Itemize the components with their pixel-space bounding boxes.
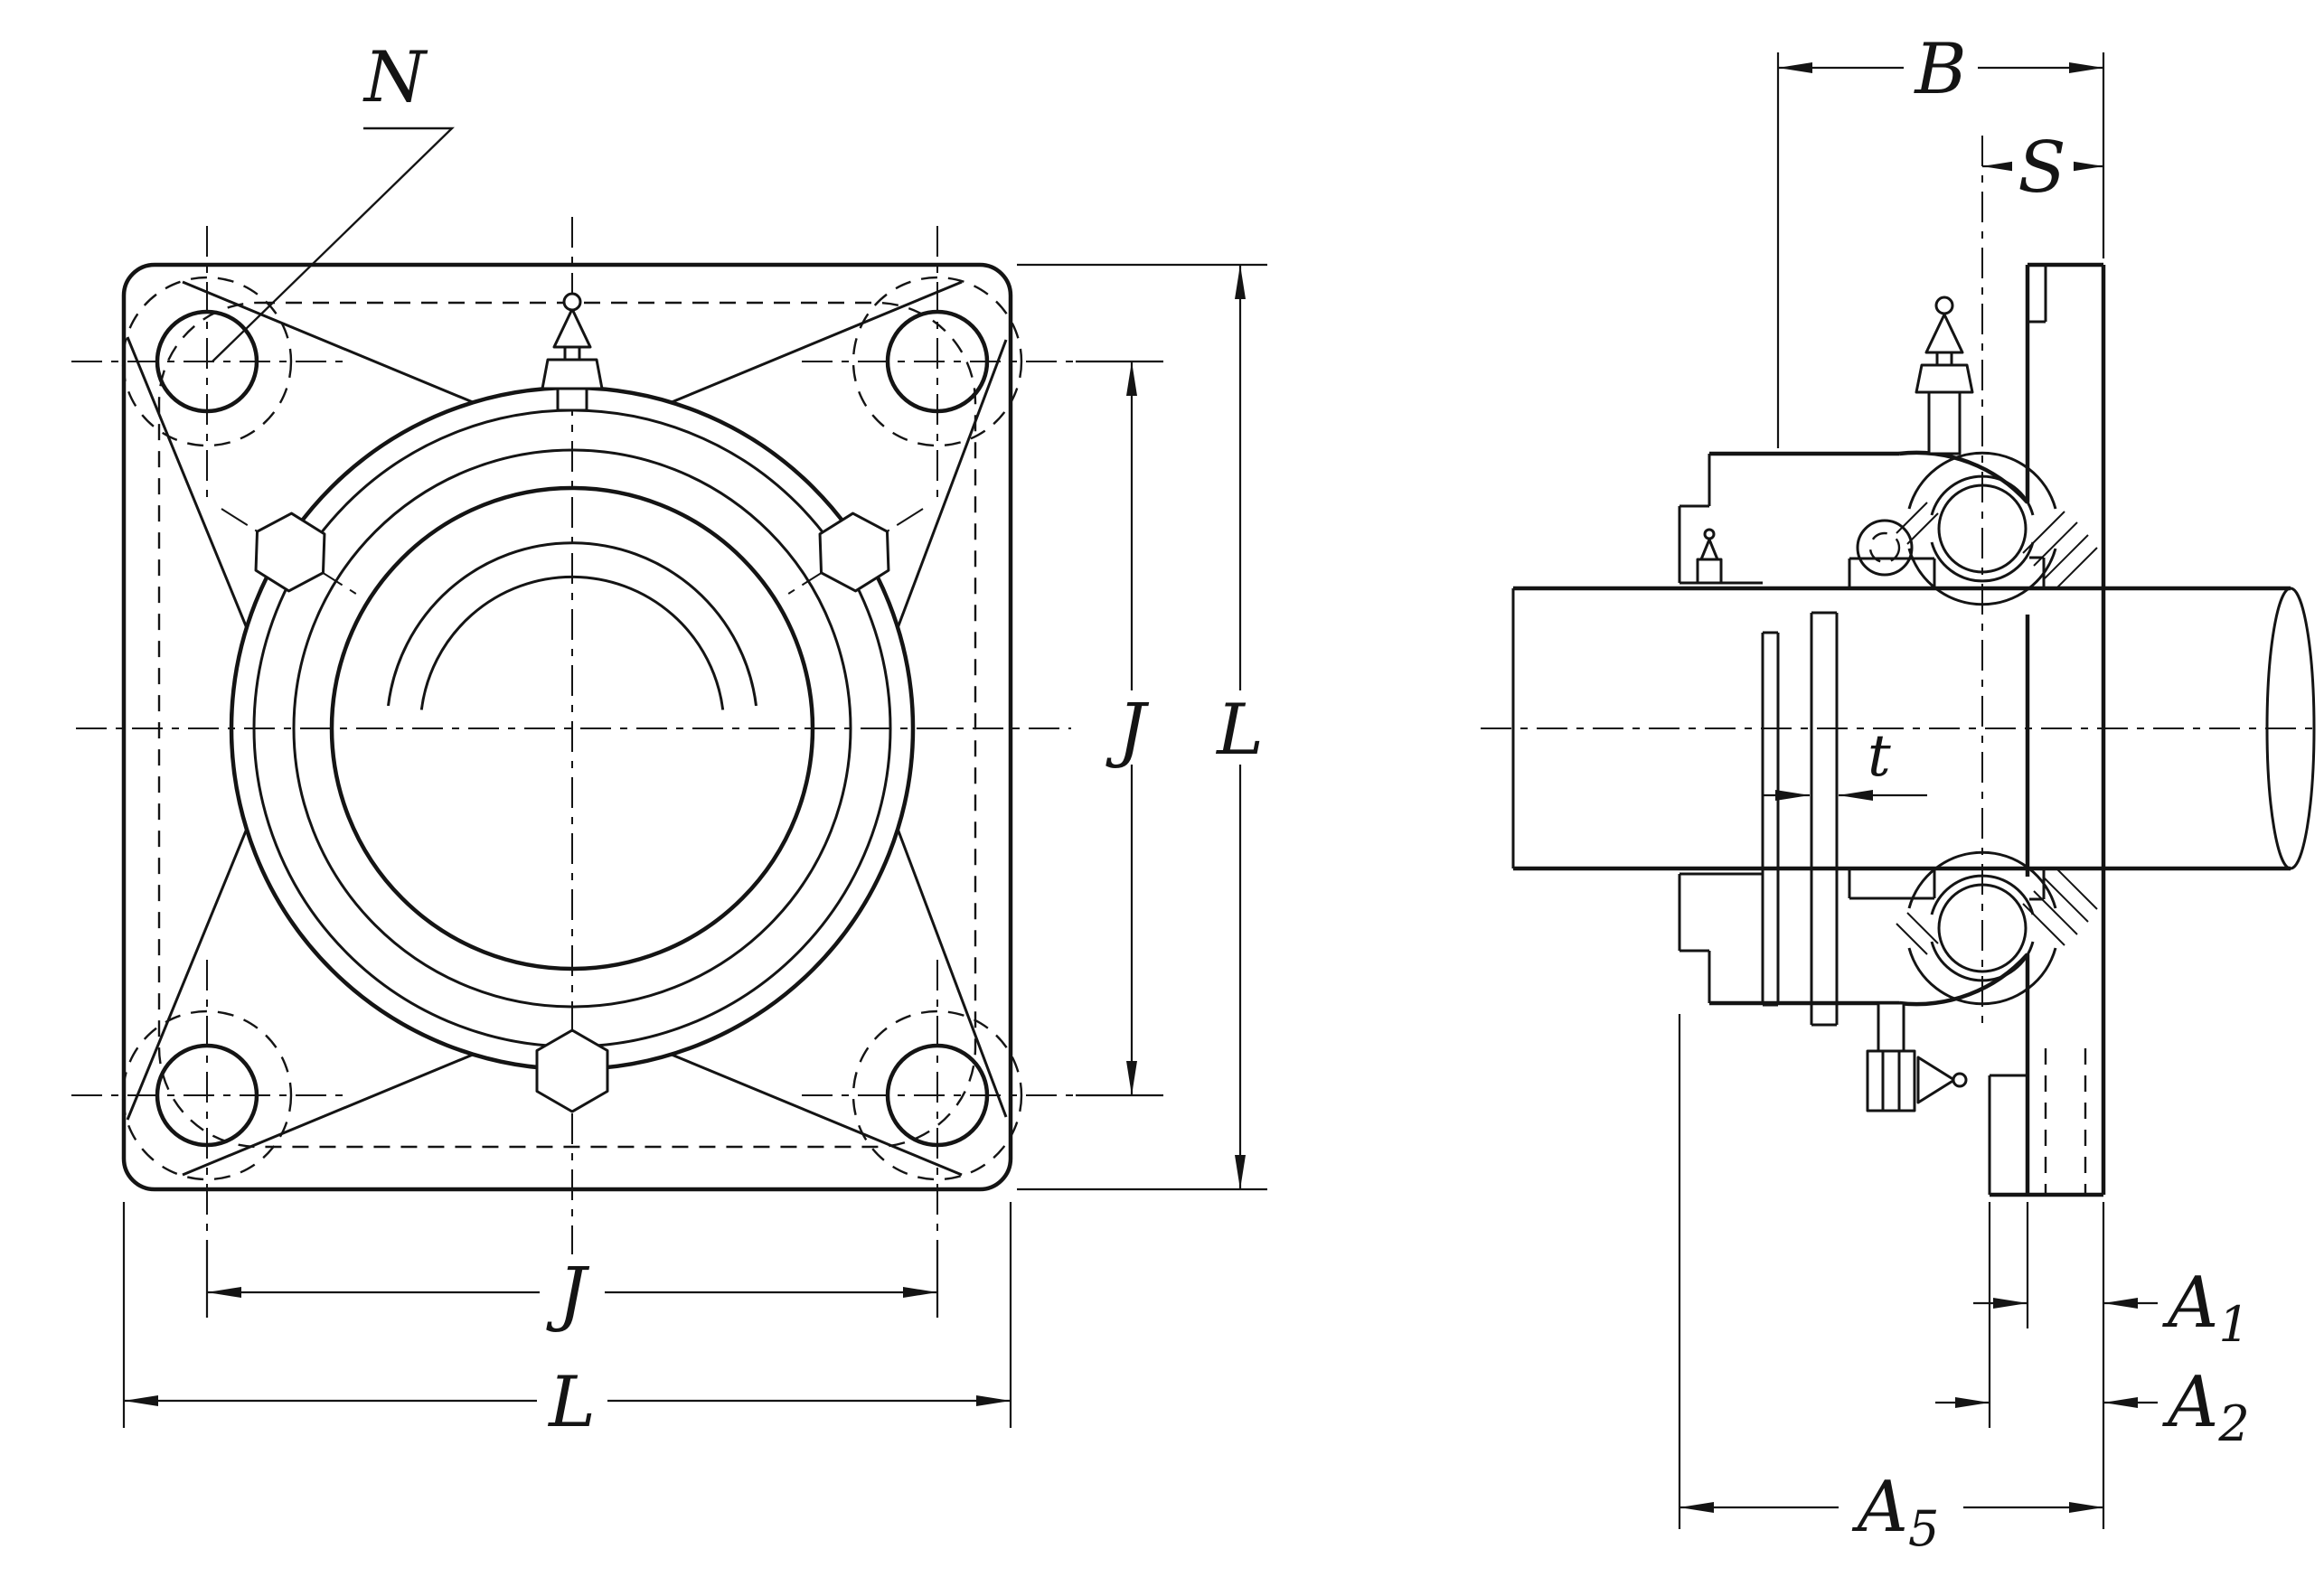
dim-label-L-horizontal: L [547, 1362, 596, 1443]
hex-lug-left [221, 508, 360, 596]
oil-plug-upper-left [1696, 528, 1723, 585]
corner-web-lines [126, 280, 1008, 1177]
dim-label-A5: A5 [1852, 1467, 1940, 1557]
bolt-hole-bottom-right [802, 960, 1073, 1231]
n-leader-line [212, 127, 455, 362]
flange-back-boss-dashed [157, 301, 977, 1149]
grease-fitting-side [1915, 296, 1974, 455]
set-screw [1856, 519, 1914, 577]
dim-label-t: t [1868, 723, 1891, 790]
housing-upper [1678, 450, 2029, 585]
bolt-hole-top-right [802, 226, 1073, 497]
bore-arc-outer [387, 541, 757, 707]
slinger-plates [1810, 611, 1839, 1027]
hex-lug-right [785, 508, 924, 596]
side-view: B S t A1 A2 A5 [1481, 29, 2319, 1557]
flange-plate-section [1988, 262, 2106, 1197]
dim-label-A2: A2 [2162, 1362, 2250, 1452]
front-view: N J L J L [71, 37, 1275, 1443]
bolt-hole-bottom-left [71, 960, 343, 1231]
dim-label-S: S [2018, 127, 2065, 209]
grease-fitting-front [541, 292, 604, 412]
dim-label-L-vertical: L [1215, 690, 1264, 771]
set-screw-plug-bottom [1866, 1001, 1968, 1112]
dim-label-B: B [1913, 29, 1966, 110]
housing-lower [1678, 872, 2029, 1112]
label-bolt-hole-N: N [362, 37, 428, 118]
bearing-outer-ring-circle [329, 485, 815, 972]
seal-cage [1761, 631, 1780, 1007]
shaft-right-end [2265, 587, 2316, 870]
bearing-lower [1848, 850, 2057, 1006]
hex-lug-bottom [535, 1028, 609, 1113]
flange-outline [121, 262, 1013, 1192]
dim-label-A1: A1 [2162, 1263, 2250, 1353]
bearing-upper [1848, 451, 2057, 606]
section-hatching [1896, 502, 2098, 955]
bore-arc-inner [419, 575, 725, 710]
housing-sphere-circle [292, 448, 852, 1009]
bolt-hole-top-left [71, 226, 343, 497]
